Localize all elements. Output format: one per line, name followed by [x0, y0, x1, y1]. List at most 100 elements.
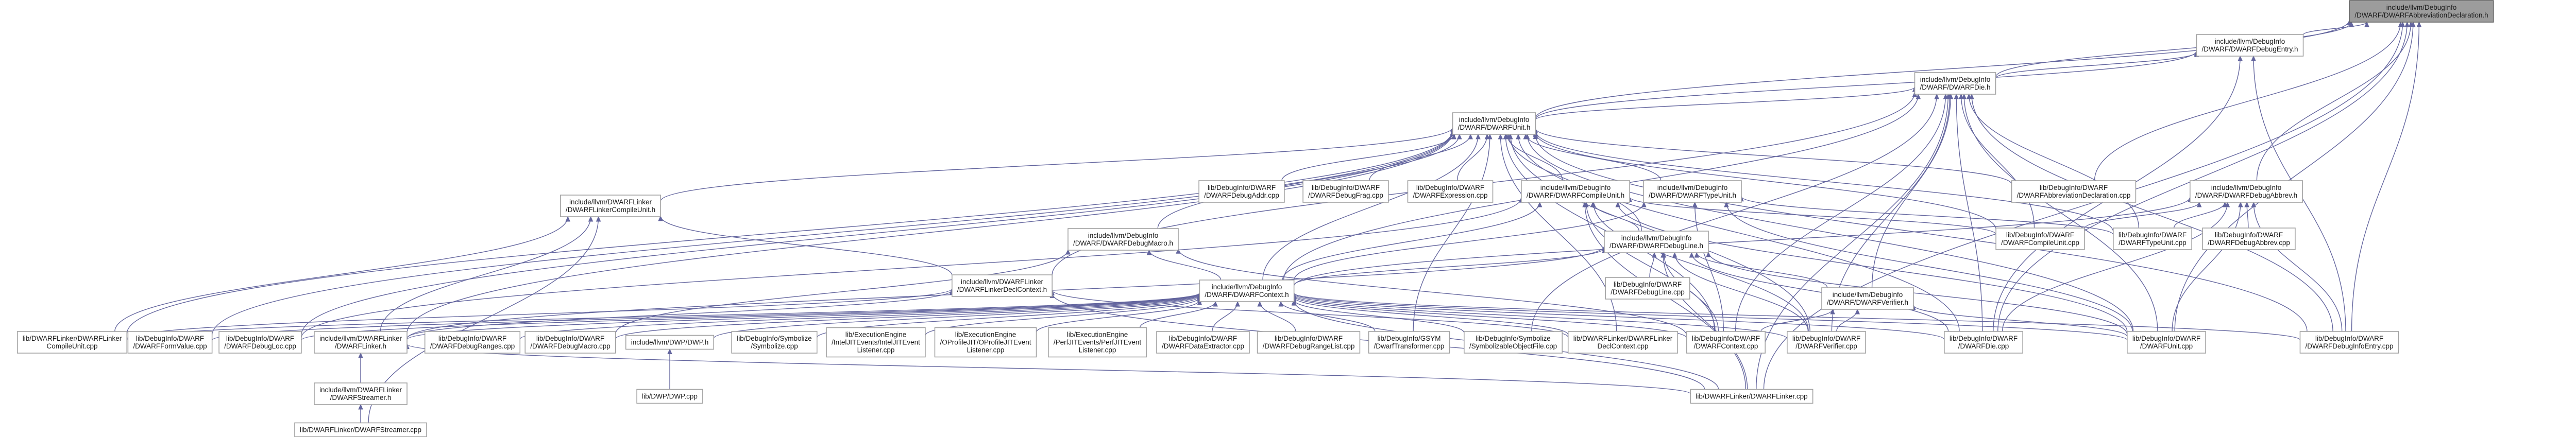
node-box: [1914, 72, 1996, 95]
node-label-line: include/llvm/DWARFLinker: [569, 198, 652, 206]
graph-node-context-h[interactable]: include/llvm/DebugInfo/DWARF/DWARFContex…: [1199, 279, 1295, 302]
node-box: [1995, 228, 2085, 250]
node-label-line: lib/DebugInfo/DWARF: [1792, 335, 1860, 342]
node-box: [1464, 331, 1563, 354]
edge-cu-cpp-to-die: [1958, 93, 2035, 229]
graph-node-die[interactable]: include/llvm/DebugInfo/DWARF/DWARFDie.h: [1914, 72, 1996, 95]
node-label-line: include/llvm/DebugInfo: [1833, 291, 1903, 299]
node-label-line: /DWARFDebugAddr.cpp: [1204, 191, 1279, 199]
node-label-line: /DWARFDebugFrag.cpp: [1308, 191, 1383, 199]
edge-tu-cpp-to-die: [1966, 93, 2140, 229]
node-box: [524, 331, 616, 354]
graph-node-symobj-cpp[interactable]: lib/DebugInfo/Symbolize/SymbolizableObje…: [1464, 331, 1563, 354]
edge-gsym-cpp-to-context-h: [1278, 301, 1376, 332]
edge-context-h-to-macro-h: [1146, 249, 1222, 281]
graph-node-declctx-cpp[interactable]: lib/DWARFLinker/DWARFLinkerDeclContext.c…: [1567, 331, 1679, 354]
graph-node-dwp-cpp[interactable]: lib/DWP/DWP.cpp: [636, 389, 703, 404]
graph-node-unit-cpp[interactable]: lib/DebugInfo/DWARF/DWARFUnit.cpp: [2127, 331, 2206, 354]
node-label-line: /DWARFLinkerCompileUnit.h: [566, 206, 655, 214]
graph-node-intel-cpp[interactable]: lib/ExecutionEngine/IntelJITEvents/Intel…: [826, 327, 926, 358]
node-label-line: /SymbolizableObjectFile.cpp: [1469, 342, 1557, 350]
graph-node-context-cpp[interactable]: lib/DebugInfo/DWARF/DWARFContext.cpp: [1686, 331, 1766, 354]
graph-node-streamer-cpp[interactable]: lib/DWARFLinker/DWARFStreamer.cpp: [294, 422, 427, 437]
graph-node-linkerdecl-h[interactable]: include/llvm/DWARFLinker/DWARFLinkerDecl…: [952, 274, 1053, 297]
graph-node-abbrev-cpp[interactable]: lib/DebugInfo/DWARF/DWARFAbbreviationDec…: [2011, 180, 2137, 203]
node-box: [2299, 331, 2399, 354]
graph-node-verifier-h[interactable]: include/llvm/DebugInfo/DWARF/DWARFVerifi…: [1821, 287, 1914, 310]
graph-node-unit[interactable]: include/llvm/DebugInfo/DWARF/DWARFUnit.h: [1452, 112, 1536, 135]
edge-tu-h-to-unit: [1523, 133, 1662, 181]
graph-node-streamer-h[interactable]: include/llvm/DWARFLinker/DWARFStreamer.h: [314, 382, 408, 405]
node-label-line: lib/DebugInfo/DWARF: [1950, 335, 2018, 342]
graph-node-addr-cpp[interactable]: lib/DebugInfo/DWARF/DWARFDebugAddr.cpp: [1198, 180, 1285, 203]
node-label-line: /DWARF/DWARFDebugLine.h: [1609, 242, 1703, 250]
edges-layer: [114, 19, 2422, 423]
graph-node-tu-cpp[interactable]: lib/DebugInfo/DWARF/DWARFTypeUnit.cpp: [2113, 228, 2192, 250]
node-label-line: lib/DebugInfo/DWARF: [2132, 335, 2200, 342]
graph-node-dataextractor-cpp[interactable]: lib/DebugInfo/DWARF/DWARFDataExtractor.c…: [1156, 331, 1250, 354]
node-label-line: lib/DebugInfo/DWARF: [226, 335, 294, 342]
graph-node-oprofile-cpp[interactable]: lib/ExecutionEngine/OProfileJIT/OProfile…: [934, 327, 1037, 358]
graph-node-debugabbrev-h[interactable]: include/llvm/DebugInfo/DWARF/DWARFDebugA…: [2190, 180, 2303, 203]
node-label-line: /DWARF/DWARFUnit.h: [1458, 124, 1531, 131]
graph-node-linker-h[interactable]: include/llvm/DWARFLinker/DWARFLinker.h: [314, 331, 408, 354]
node-label-line: include/llvm/DWARFLinker: [319, 386, 402, 394]
graph-node-macro-cpp[interactable]: lib/DebugInfo/DWARF/DWARFDebugMacro.cpp: [524, 331, 616, 354]
graph-node-frag-cpp[interactable]: lib/DebugInfo/DWARF/DWARFDebugFrag.cpp: [1302, 180, 1389, 203]
edge-verifier-cpp-to-verifier-h: [1836, 308, 1860, 332]
edge-entry-cpp-to-die: [1969, 93, 2333, 332]
graph-node-debugabbrev-cpp[interactable]: lib/DebugInfo/DWARF/DWARFDebugAbbrev.cpp: [2202, 228, 2296, 250]
node-box: [1067, 228, 1179, 251]
edge-verifier-cpp-to-cu-h: [1591, 201, 1809, 332]
node-label-line: lib/DebugInfo/DWARF: [1614, 281, 1682, 288]
graph-node-cu-cpp[interactable]: lib/DebugInfo/DWARF/DWARFCompileUnit.cpp: [1995, 228, 2085, 250]
graph-node-cu-h[interactable]: include/llvm/DebugInfo/DWARF/DWARFCompil…: [1521, 180, 1630, 203]
edge-streamer-h-to-linker-h: [358, 352, 363, 383]
graph-node-debugline-cpp[interactable]: lib/DebugInfo/DWARF/DWARFDebugLine.cpp: [1605, 277, 1690, 300]
node-box: [1048, 327, 1147, 358]
node-label-line: /DWARF/DWARFAbbreviationDeclaration.h: [2354, 11, 2488, 19]
node-box: [952, 274, 1053, 297]
graph-node-debugloc-cpp[interactable]: lib/DebugInfo/DWARF/DWARFDebugLoc.cpp: [218, 331, 302, 354]
node-box: [2190, 180, 2303, 203]
graph-node-macro-h[interactable]: include/llvm/DebugInfo/DWARF/DWARFDebugM…: [1067, 228, 1179, 251]
graph-node-linkercu-h[interactable]: include/llvm/DWARFLinker/DWARFLinkerComp…: [560, 195, 661, 217]
node-label-line: lib/DebugInfo/DWARF: [2040, 184, 2108, 191]
node-label-line: /DWARFLinker.h: [335, 342, 386, 350]
node-label-line: /DWARFUnit.cpp: [2140, 342, 2193, 350]
node-label-line: /DWARF/DWARFTypeUnit.h: [1649, 191, 1736, 199]
edge-unit-cpp-to-cu-h: [1615, 201, 2128, 333]
node-label-line: /DWARFCompileUnit.cpp: [2001, 239, 2079, 247]
edge-unit-cpp-to-tu-h: [1724, 201, 2133, 332]
edge-linker-cpp-to-line-h: [1660, 252, 1748, 390]
graph-node-root[interactable]: include/llvm/DebugInfo/DWARF/DWARFAbbrev…: [2349, 0, 2494, 23]
graph-node-linker-cpp[interactable]: lib/DWARFLinker/DWARFLinker.cpp: [1690, 389, 1814, 404]
edge-gsym-cpp-to-unit: [1413, 133, 1493, 332]
graph-node-debugentry[interactable]: include/llvm/DebugInfo/DWARF/DWARFDebugE…: [2196, 34, 2304, 57]
graph-node-die-cpp[interactable]: lib/DebugInfo/DWARF/DWARFDie.cpp: [1944, 331, 2023, 354]
edge-linkerdecl-h-to-linkercu-h: [658, 215, 953, 276]
edge-linker-h-to-unit: [406, 131, 1455, 334]
graph-node-expr-cpp[interactable]: lib/DebugInfo/DWARF/DWARFExpression.cpp: [1407, 180, 1494, 203]
node-box: [1567, 331, 1679, 354]
graph-node-entry-cpp[interactable]: lib/DebugInfo/DWARF/DWARFDebugInfoEntry.…: [2299, 331, 2399, 354]
graph-node-rangelist-cpp[interactable]: lib/DebugInfo/DWARF/DWARFDebugRangeList.…: [1257, 331, 1361, 354]
node-label-line: lib/DebugInfo/DWARF: [1692, 335, 1760, 342]
graph-node-ranges-cpp[interactable]: lib/DebugInfo/DWARF/DWARFDebugRanges.cpp: [424, 331, 521, 354]
graph-node-tu-h[interactable]: include/llvm/DebugInfo/DWARF/DWARFTypeUn…: [1643, 180, 1742, 203]
graph-node-symbolize-cpp[interactable]: lib/DebugInfo/Symbolize/Symbolize.cpp: [731, 331, 818, 354]
node-label-line: /Symbolize.cpp: [751, 342, 798, 350]
edge-linkercu-cpp-to-unit: [126, 129, 1455, 334]
edge-linker-cpp-to-die: [1756, 93, 1951, 390]
graph-node-dwp-h[interactable]: include/llvm/DWP/DWP.h: [625, 335, 715, 350]
node-label-line: lib/DebugInfo/DWARF: [1169, 335, 1237, 342]
graph-node-line-h[interactable]: include/llvm/DebugInfo/DWARF/DWARFDebugL…: [1604, 231, 1709, 253]
graph-node-formvalue-cpp[interactable]: lib/DebugInfo/DWARF/DWARFFormValue.cpp: [127, 331, 213, 354]
graph-node-linkercu-cpp[interactable]: lib/DWARFLinker/DWARFLinkerCompileUnit.c…: [16, 331, 128, 354]
node-label-line: include/llvm/DWARFLinker: [961, 278, 1044, 286]
edge-streamer-cpp-to-streamer-h: [358, 404, 363, 423]
graph-node-perf-cpp[interactable]: lib/ExecutionEngine/PerfJITEvents/PerfJI…: [1048, 327, 1147, 358]
graph-node-verifier-cpp[interactable]: lib/DebugInfo/DWARF/DWARFVerifier.cpp: [1787, 331, 1866, 354]
node-box: [1690, 389, 1814, 404]
graph-node-gsym-cpp[interactable]: lib/DebugInfo/GSYM/DwarfTransformer.cpp: [1368, 331, 1450, 354]
